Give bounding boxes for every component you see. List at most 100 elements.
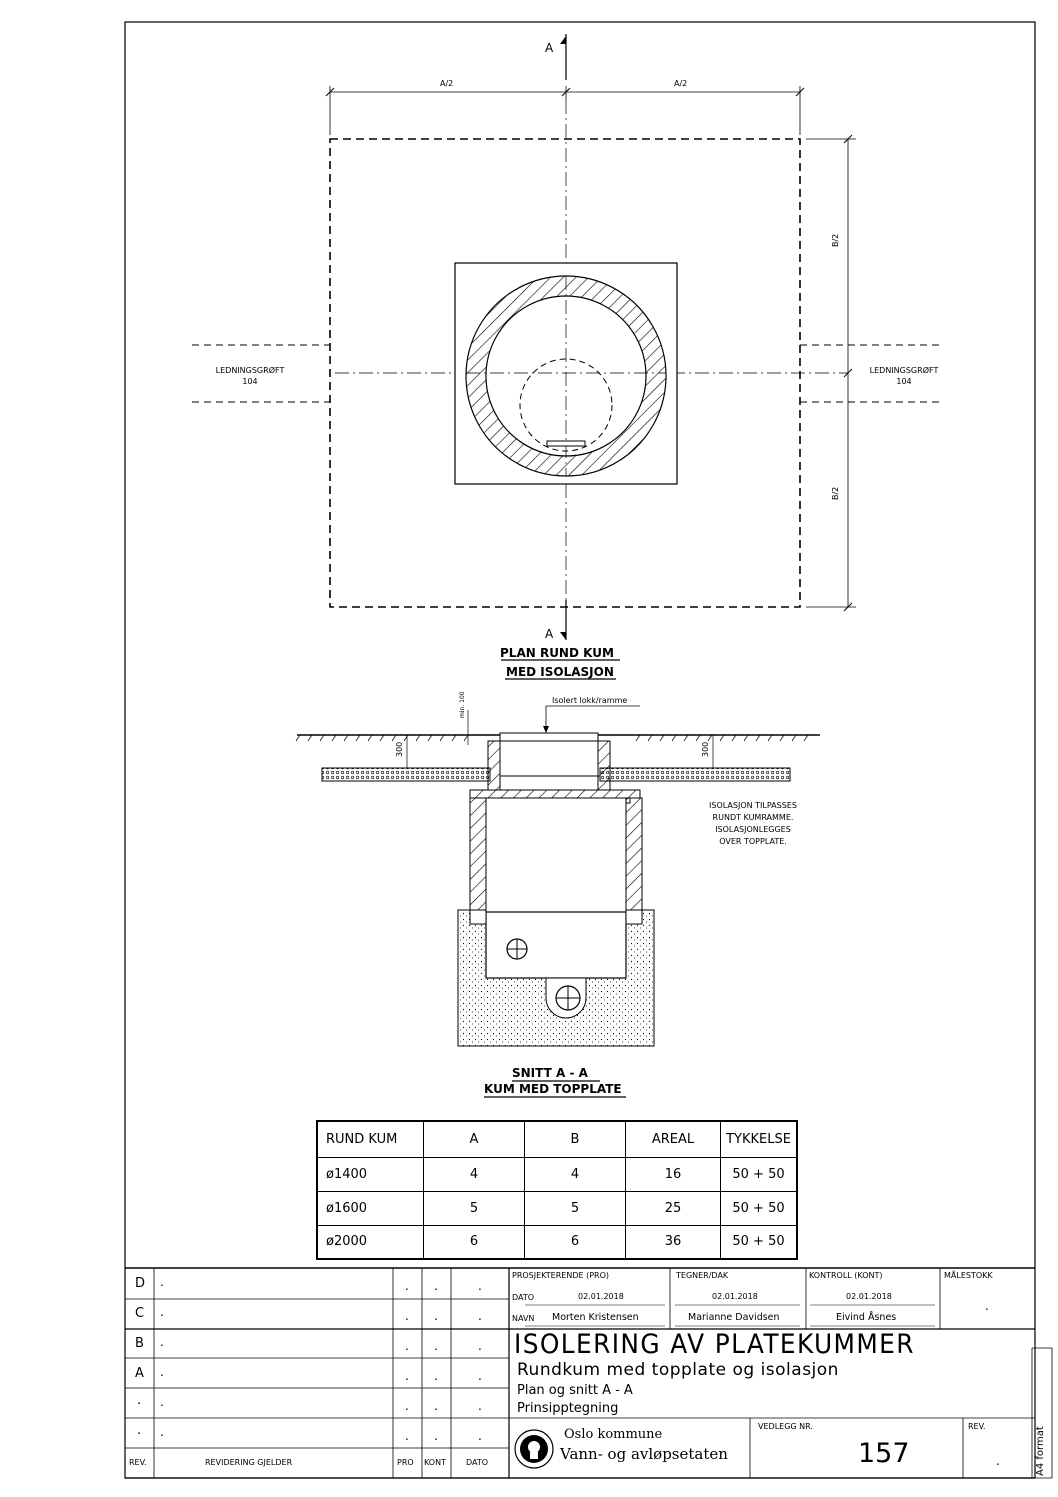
manhole-base bbox=[485, 911, 627, 979]
rev-row-label: . bbox=[137, 1423, 142, 1438]
header-tykkelse: TYKKELSE bbox=[720, 1120, 798, 1158]
oslo-kommune-logo bbox=[514, 1429, 554, 1469]
kontroll-label: KONTROLL (KONT) bbox=[809, 1271, 883, 1280]
dim-a-half-right: A/2 bbox=[674, 79, 688, 88]
tegner-label: TEGNER/DAK bbox=[676, 1271, 729, 1280]
dim-a-half-left: A/2 bbox=[440, 79, 454, 88]
dato-header: DATO bbox=[466, 1458, 489, 1467]
table-header-row: RUND KUM A B AREAL TYKKELSE bbox=[316, 1120, 798, 1158]
rev-dot: . bbox=[478, 1279, 482, 1293]
rev-row-label: A bbox=[135, 1366, 144, 1381]
dim-300-right: 300 bbox=[701, 741, 710, 757]
dim-b-half-top: B/2 bbox=[831, 233, 840, 247]
rev-row-label: . bbox=[137, 1393, 142, 1408]
rev-dot: . bbox=[434, 1429, 438, 1443]
header-a: A bbox=[423, 1120, 525, 1158]
format-label: A4 format bbox=[1035, 1426, 1046, 1476]
rev-dot: . bbox=[405, 1309, 409, 1323]
min-depth-label: min. 100 bbox=[459, 691, 466, 718]
dim-b-half-bottom: B/2 bbox=[831, 486, 840, 500]
rev-header: REV. bbox=[129, 1458, 147, 1467]
kontroll-name: Eivind Åsnes bbox=[836, 1312, 897, 1323]
ladder-step bbox=[546, 440, 586, 447]
kontroll-date: 02.01.2018 bbox=[846, 1292, 892, 1301]
rev-row-dot: . bbox=[160, 1305, 164, 1319]
header-rund-kum: RUND KUM bbox=[316, 1120, 424, 1158]
cell-areal: 25 bbox=[625, 1190, 721, 1226]
malestokk-value: . bbox=[985, 1299, 989, 1313]
table-row: ø1400 4 4 16 50 + 50 bbox=[316, 1156, 798, 1192]
insulation-right bbox=[599, 767, 791, 782]
rev-row-dot: . bbox=[160, 1335, 164, 1349]
lid-outline bbox=[519, 358, 613, 452]
rev-row-dot: . bbox=[160, 1425, 164, 1439]
table-row: ø1600 5 5 25 50 + 50 bbox=[316, 1190, 798, 1226]
section-marker-top: A bbox=[545, 41, 554, 55]
cell-b: 5 bbox=[524, 1190, 626, 1226]
rev-row-label: C bbox=[135, 1306, 145, 1321]
tegner-name: Marianne Davidsen bbox=[688, 1312, 780, 1323]
rev-dot: . bbox=[434, 1369, 438, 1383]
section-title-line2: KUM MED TOPPLATE bbox=[484, 1082, 622, 1096]
rev-dot: . bbox=[478, 1339, 482, 1353]
rev-dot: . bbox=[478, 1369, 482, 1383]
cell-b: 4 bbox=[524, 1156, 626, 1192]
rev-row-label: D bbox=[135, 1276, 146, 1291]
rev-dot: . bbox=[478, 1309, 482, 1323]
rev-dot: . bbox=[434, 1399, 438, 1413]
cell-a: 4 bbox=[423, 1156, 525, 1192]
plan-title-line1: PLAN RUND KUM bbox=[500, 646, 614, 660]
pro-date: 02.01.2018 bbox=[578, 1292, 624, 1301]
rev-dot: . bbox=[405, 1369, 409, 1383]
rev-dot: . bbox=[405, 1399, 409, 1413]
section-view bbox=[295, 705, 820, 1047]
cell-areal: 16 bbox=[625, 1156, 721, 1192]
kont-header: KONT bbox=[424, 1458, 446, 1467]
dato-label: DATO bbox=[512, 1293, 535, 1302]
rev-dot: . bbox=[434, 1339, 438, 1353]
org-name-1: Oslo kommune bbox=[564, 1427, 663, 1442]
rev-row-dot: . bbox=[160, 1275, 164, 1289]
rev-dot: . bbox=[405, 1429, 409, 1443]
dim-300-left: 300 bbox=[395, 741, 404, 757]
rev-dot: . bbox=[405, 1279, 409, 1293]
insulation-left bbox=[321, 767, 491, 782]
rev-label: REV. bbox=[968, 1422, 986, 1431]
rev-value: . bbox=[996, 1454, 1000, 1468]
header-b: B bbox=[524, 1120, 626, 1158]
pro-name: Morten Kristensen bbox=[552, 1312, 639, 1323]
vedlegg-number: 157 bbox=[858, 1438, 910, 1469]
title-block-grid bbox=[125, 1267, 1053, 1479]
section-marker-bottom: A bbox=[545, 627, 554, 641]
drawing-subtitle-2: Plan og snitt A - A bbox=[517, 1383, 633, 1398]
pro-label: PROSJEKTERENDE (PRO) bbox=[512, 1271, 610, 1280]
rev-dot: . bbox=[478, 1429, 482, 1443]
dimension-table: RUND KUM A B AREAL TYKKELSE ø1400 4 4 16… bbox=[316, 1120, 798, 1260]
plan-title-line2: MED ISOLASJON bbox=[506, 665, 614, 679]
revision-header: REVIDERING GJELDER bbox=[205, 1458, 293, 1467]
cell-dia: ø2000 bbox=[316, 1224, 424, 1260]
drawing-subtitle-3: Prinsipptegning bbox=[517, 1401, 619, 1416]
cell-a: 5 bbox=[423, 1190, 525, 1226]
cell-b: 6 bbox=[524, 1224, 626, 1260]
cell-tykkelse: 50 + 50 bbox=[720, 1156, 798, 1192]
header-areal: AREAL bbox=[625, 1120, 721, 1158]
insulation-note: ISOLASJON TILPASSES RUNDT KUMRAMME. ISOL… bbox=[709, 801, 797, 846]
rev-row-label: B bbox=[135, 1336, 144, 1351]
tegner-date: 02.01.2018 bbox=[712, 1292, 758, 1301]
cell-a: 6 bbox=[423, 1224, 525, 1260]
cell-tykkelse: 50 + 50 bbox=[720, 1190, 798, 1226]
rev-row-dot: . bbox=[160, 1365, 164, 1379]
cell-areal: 36 bbox=[625, 1224, 721, 1260]
rev-dot: . bbox=[434, 1309, 438, 1323]
malestokk-label: MÅLESTOKK bbox=[944, 1271, 993, 1280]
manhole-ring bbox=[465, 275, 667, 477]
section-title-line1: SNITT A - A bbox=[512, 1066, 588, 1080]
rev-row-dot: . bbox=[160, 1395, 164, 1409]
table-row: ø2000 6 6 36 50 + 50 bbox=[316, 1224, 798, 1260]
manhole-shaft bbox=[485, 797, 627, 913]
org-name-2: Vann- og avløpsetaten bbox=[560, 1445, 728, 1463]
plan-view bbox=[192, 34, 942, 640]
rev-dot: . bbox=[405, 1339, 409, 1353]
